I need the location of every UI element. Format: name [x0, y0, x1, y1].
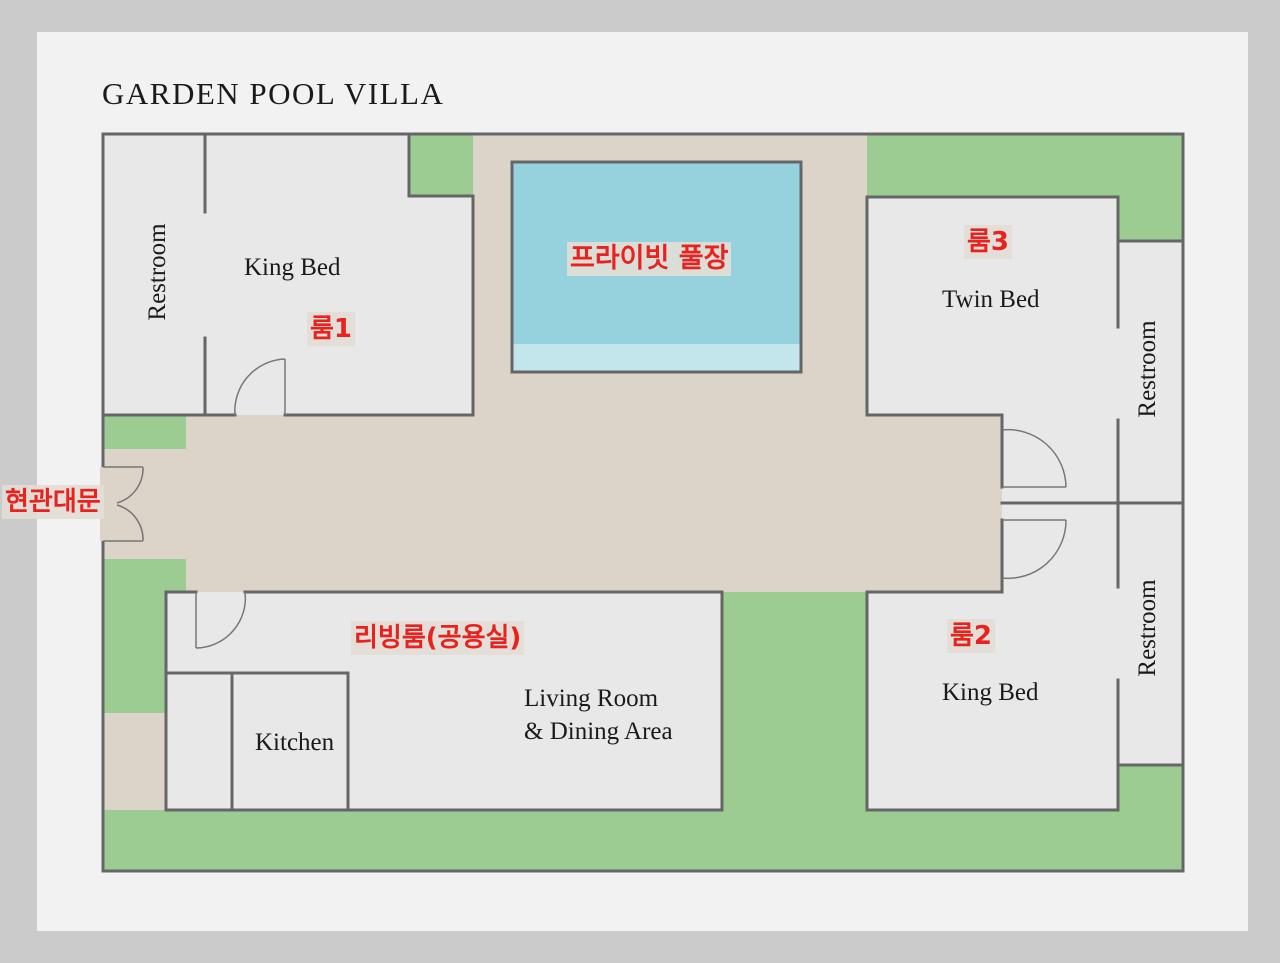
doors: [103, 358, 1067, 649]
pool-step: [512, 344, 801, 372]
room3-bed-label: Twin Bed: [942, 286, 1040, 313]
living-room-label: Living Room: [524, 685, 659, 712]
room2-restroom-label: Restroom: [1134, 579, 1161, 677]
room1-korean-label: 룸1: [307, 312, 356, 346]
room1-bed-label: King Bed: [244, 254, 341, 281]
pool-edge: [510, 160, 803, 374]
plan-title: GARDEN POOL VILLA: [102, 76, 445, 111]
entrance-korean-label: 현관대문: [2, 485, 104, 519]
room2-korean-label: 룸2: [947, 619, 996, 653]
living-korean-label: 리빙룸(공용실): [351, 621, 525, 655]
room3-restroom-label: Restroom: [1134, 320, 1161, 418]
dining-area-label: & Dining Area: [524, 718, 673, 745]
kitchen-label: Kitchen: [255, 729, 335, 756]
pool-korean-label: 프라이빗 풀장: [567, 242, 732, 276]
room2-bed-label: King Bed: [942, 679, 1039, 706]
room1-restroom-label: Restroom: [144, 223, 171, 321]
room3-korean-label: 룸3: [964, 225, 1013, 259]
walls: [101, 132, 1185, 873]
